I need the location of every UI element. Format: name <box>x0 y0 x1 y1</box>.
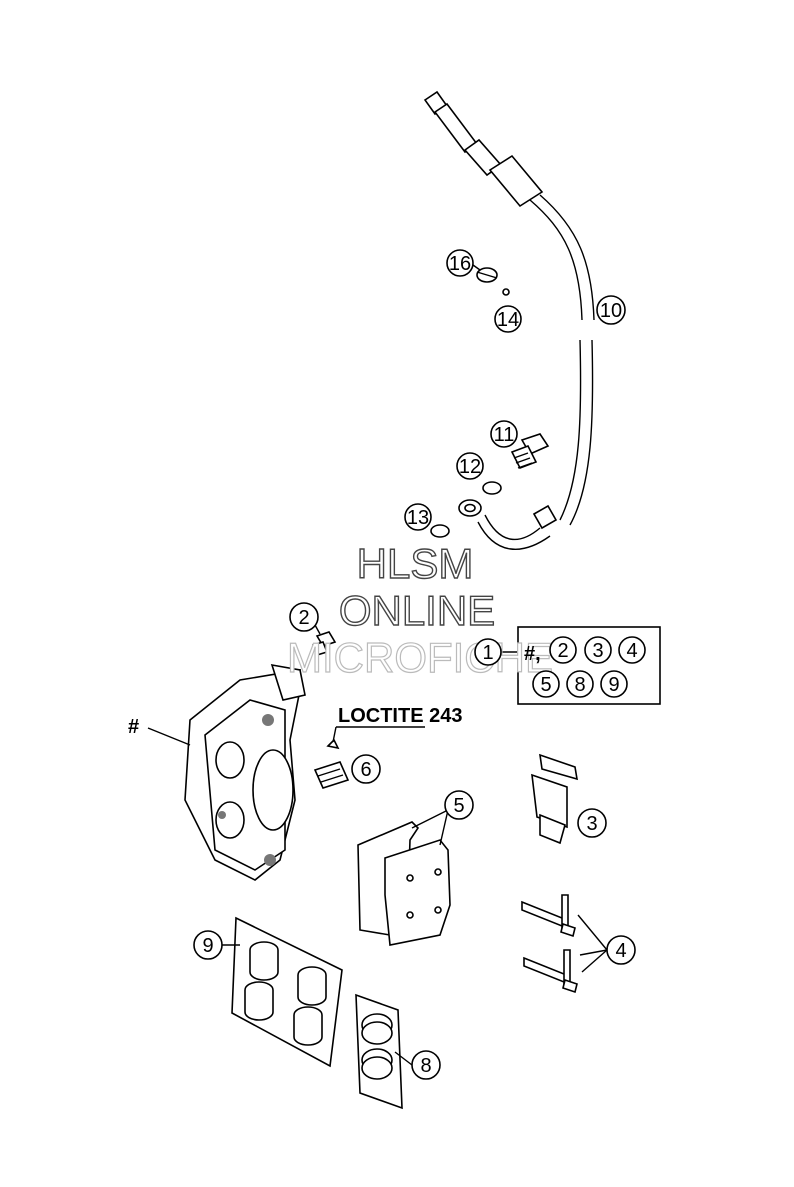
caliper-hash-marker: # <box>128 716 139 738</box>
svg-text:12: 12 <box>459 456 481 478</box>
pads-leader-b <box>439 809 449 846</box>
svg-text:9: 9 <box>202 935 213 957</box>
brake-line-10 <box>423 90 595 550</box>
washer-13 <box>430 524 450 538</box>
svg-text:5: 5 <box>453 795 464 817</box>
kit-item-4: 4 <box>618 636 646 664</box>
svg-text:2: 2 <box>557 640 568 662</box>
screw-14 <box>502 288 510 296</box>
kit-item-5: 5 <box>532 670 560 698</box>
loctite-leader <box>332 726 337 743</box>
callout-10: 10 <box>596 295 626 325</box>
pins-leader-c <box>581 949 608 973</box>
svg-text:3: 3 <box>586 813 597 835</box>
svg-text:8: 8 <box>420 1055 431 1077</box>
pad-spring-3 <box>531 753 578 845</box>
svg-text:14: 14 <box>497 309 519 331</box>
svg-text:4: 4 <box>626 640 637 662</box>
svg-text:3: 3 <box>592 640 603 662</box>
pads-leader-a <box>411 809 449 829</box>
svg-text:16: 16 <box>449 253 471 275</box>
svg-text:6: 6 <box>360 759 371 781</box>
svg-text:1: 1 <box>482 642 493 664</box>
callout-2: 2 <box>289 602 319 632</box>
callout-5: 5 <box>444 790 474 820</box>
pins-leader-a <box>577 914 608 951</box>
washer-12 <box>482 481 502 495</box>
callout-16: 16 <box>446 249 474 277</box>
pins-leader-b <box>579 949 608 956</box>
brake-pads-5 <box>357 821 451 946</box>
callout-12: 12 <box>456 452 484 480</box>
bleeder-screw-2 <box>311 631 337 656</box>
svg-text:4: 4 <box>615 940 626 962</box>
callout-1: 1 <box>474 638 502 666</box>
svg-text:8: 8 <box>574 674 585 696</box>
pistons-9 <box>231 916 343 1068</box>
banjo-bolt-11 <box>510 433 550 470</box>
watermark-line3: MICROFICHE <box>287 634 553 681</box>
callout-13: 13 <box>404 503 432 531</box>
watermark-line2: ONLINE <box>339 587 495 634</box>
brake-caliper <box>184 663 306 881</box>
callout-6: 6 <box>351 754 381 784</box>
seal-kit-8 <box>355 993 403 1110</box>
callout-4: 4 <box>606 935 636 965</box>
caliper-hash-leader <box>147 727 191 746</box>
mounting-bolt-6 <box>313 738 350 789</box>
watermark-line1: HLSM <box>357 540 474 587</box>
loctite-label: LOCTITE 243 <box>338 705 462 727</box>
svg-text:11: 11 <box>494 424 515 446</box>
kit-item-9: 9 <box>600 670 628 698</box>
callout-3: 3 <box>577 808 607 838</box>
seals-leader <box>394 1051 413 1066</box>
callout-11: 11 <box>490 420 518 448</box>
hose-clip-16 <box>476 267 498 283</box>
callout-16-leader <box>472 264 481 271</box>
callout-9: 9 <box>193 930 223 960</box>
svg-text:13: 13 <box>407 507 429 529</box>
callout-14: 14 <box>494 305 522 333</box>
pad-pins-4 <box>521 894 578 994</box>
kit-box-prefix: #, <box>524 643 541 665</box>
svg-text:5: 5 <box>540 674 551 696</box>
kit-item-2: 2 <box>549 636 577 664</box>
callout-2-leader <box>314 624 321 635</box>
kit-item-8: 8 <box>566 670 594 698</box>
svg-text:10: 10 <box>600 300 622 322</box>
svg-text:9: 9 <box>608 674 619 696</box>
kit-item-3: 3 <box>584 636 612 664</box>
callout-8: 8 <box>411 1050 441 1080</box>
svg-text:2: 2 <box>298 607 309 629</box>
